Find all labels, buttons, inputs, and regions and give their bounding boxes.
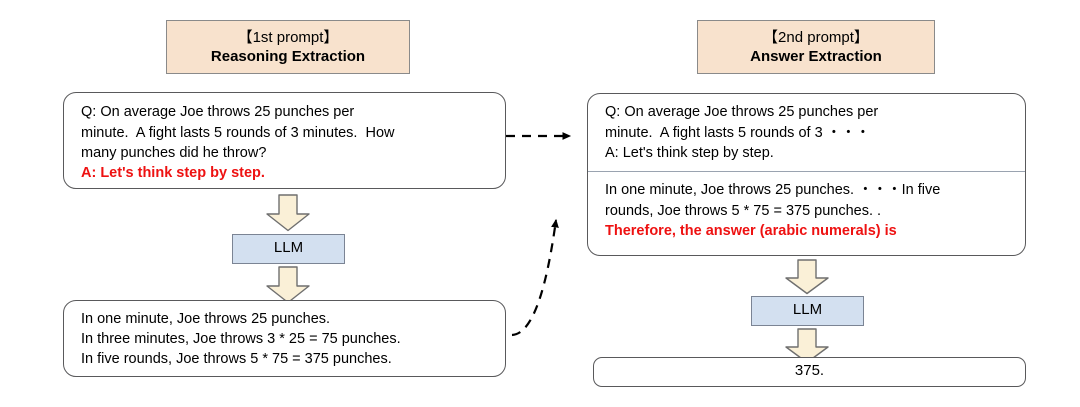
left-llm-box: LLM xyxy=(232,234,345,264)
right-arrow-prompt-to-llm xyxy=(784,259,830,295)
left-llm-label: LLM xyxy=(273,239,304,256)
header-second-prompt: 【2nd prompt】 Answer Extraction xyxy=(697,20,935,74)
right-prompt-divider xyxy=(588,171,1025,172)
header-second-prompt-line2: Answer Extraction xyxy=(750,48,882,65)
left-prompt-body: Q: On average Joe throws 25 punches per … xyxy=(81,104,395,161)
right-answer-value: 375. xyxy=(794,362,825,379)
left-arrow-prompt-to-llm xyxy=(265,194,311,232)
left-output-line-1: In one minute, Joe throws 25 punches. xyxy=(81,311,331,327)
right-prompt-section-top: Q: On average Joe throws 25 punches per … xyxy=(605,104,879,161)
header-first-prompt: 【1st prompt】 Reasoning Extraction xyxy=(166,20,410,74)
left-arrow-llm-to-output xyxy=(265,266,311,304)
left-prompt-highlight: A: Let's think step by step. xyxy=(81,165,265,181)
right-llm-box: LLM xyxy=(751,296,864,326)
left-output-line-2: In three minutes, Joe throws 3 * 25 = 75… xyxy=(81,331,401,347)
right-llm-label: LLM xyxy=(792,301,823,318)
left-output-line-3: In five rounds, Joe throws 5 * 75 = 375 … xyxy=(81,351,392,367)
left-output-box: In one minute, Joe throws 25 punches. In… xyxy=(63,300,506,377)
left-prompt-box: Q: On average Joe throws 25 punches per … xyxy=(63,92,506,189)
header-first-prompt-line1: 【1st prompt】 xyxy=(237,29,339,46)
right-prompt-section-bottom: In one minute, Joe throws 25 punches. ・・… xyxy=(605,182,941,219)
header-first-prompt-line2: Reasoning Extraction xyxy=(210,48,366,65)
right-answer-box: 375. xyxy=(593,357,1026,387)
header-second-prompt-line1: 【2nd prompt】 xyxy=(763,29,869,46)
right-prompt-highlight: Therefore, the answer (arabic numerals) … xyxy=(605,223,897,239)
right-arrow-llm-to-answer xyxy=(784,328,830,364)
right-prompt-box: Q: On average Joe throws 25 punches per … xyxy=(587,93,1026,256)
connector-reasoning-to-answer-prompt xyxy=(511,218,559,337)
